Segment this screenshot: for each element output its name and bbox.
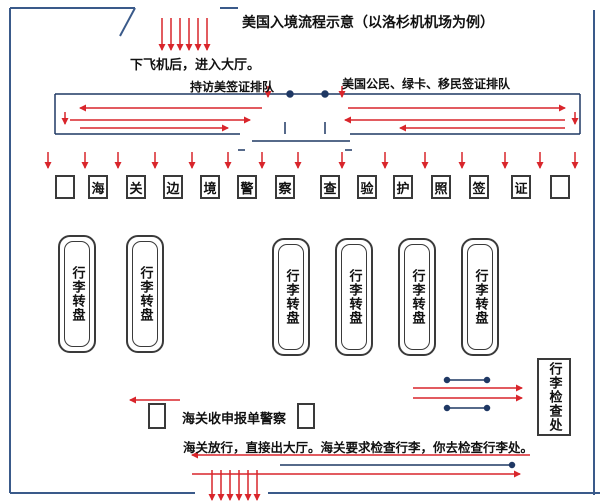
booth-cha: 察: [275, 175, 295, 199]
baggage-carousel: 行李转盘: [398, 238, 436, 356]
exit-arrows: [208, 470, 261, 501]
carousel-label: 行李转盘: [283, 269, 299, 325]
queue-arrows: [61, 86, 579, 132]
booth-bian: 边: [163, 175, 183, 199]
customs-booth-right: [297, 403, 315, 429]
inspection-label: 行李检查处: [546, 362, 562, 432]
baggage-carousel: 行李转盘: [335, 238, 373, 356]
wall-top-slant: [119, 7, 136, 37]
customs-booth-left: [148, 403, 166, 429]
carousel-label: 行李转盘: [69, 266, 85, 322]
booth-qian: 签: [469, 175, 489, 199]
entry-arrows: [158, 18, 211, 51]
baggage-inspection-box: 行李检查处: [537, 358, 571, 436]
carousel-label: 行李转盘: [472, 269, 488, 325]
booth-hai: 海: [88, 175, 108, 199]
carousel-label: 行李转盘: [137, 266, 153, 322]
baggage-carousel: 行李转盘: [272, 238, 310, 356]
diagram-title: 美国入境流程示意（以洛杉机机场为例）: [242, 15, 494, 31]
booth-cha2: 查: [320, 175, 340, 199]
inspection-lanes: [280, 376, 516, 469]
booth-hu: 护: [393, 175, 413, 199]
booth-zhao: 照: [431, 175, 451, 199]
booth-jing2: 警: [237, 175, 257, 199]
hall-walls: [9, 7, 600, 495]
baggage-carousel: 行李转盘: [58, 235, 96, 353]
carousel-label: 行李转盘: [409, 269, 425, 325]
exit-note: 海关放行，直接出大厅。海关要求检查行李，你去检查行李处。: [183, 440, 534, 455]
carousel-label: 行李转盘: [346, 269, 362, 325]
customs-label: 海关收申报单警察: [182, 412, 287, 427]
queue-lanes: [54, 90, 581, 151]
booth-blank-right: [550, 175, 570, 199]
booth-guan: 关: [126, 175, 146, 199]
booth-blank-left: [55, 175, 75, 199]
baggage-carousel: 行李转盘: [126, 235, 164, 353]
inspection-arrows: [129, 384, 530, 478]
baggage-carousel: 行李转盘: [461, 238, 499, 356]
visitor-queue-label: 持访美签证排队: [190, 80, 275, 94]
booth-zheng: 证: [511, 175, 531, 199]
booth-yan: 验: [357, 175, 377, 199]
booth-jing: 境: [200, 175, 220, 199]
resident-queue-label: 美国公民、绿卡、移民签证排队: [342, 77, 511, 91]
deplane-note: 下飞机后，进入大厅。: [130, 58, 261, 73]
booth-arrows: [44, 152, 579, 169]
